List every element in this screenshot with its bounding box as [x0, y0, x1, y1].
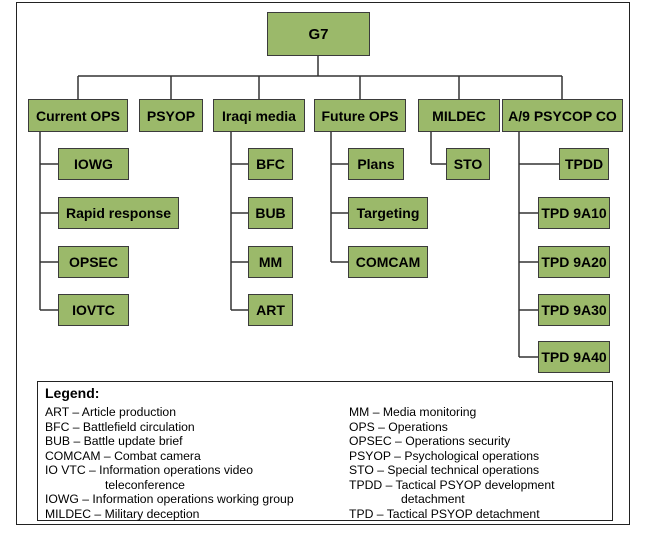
node-bfc: BFC [248, 148, 293, 180]
legend-item: TPD – Tactical PSYOP detachment [349, 506, 540, 521]
legend-item: OPS – Operations [349, 419, 448, 434]
legend-item: IOWG – Information operations working gr… [45, 492, 294, 506]
node-sto: STO [446, 148, 490, 180]
legend-item: OPSEC – Operations security [349, 434, 511, 448]
node-root: G7 [267, 12, 370, 56]
legend-item: IO VTC – Information operations video [45, 463, 253, 477]
node-tpd-9a30: TPD 9A30 [538, 294, 610, 326]
node-comcam: COMCAM [348, 246, 428, 278]
legend-item: MILDEC – Military deception [45, 506, 200, 521]
node-psyop: PSYOP [139, 99, 203, 132]
node-tpd-9a20: TPD 9A20 [538, 246, 610, 278]
legend-item-continued: teleconference [105, 477, 185, 492]
node-rapid-response: Rapid response [58, 197, 179, 229]
node-current-ops: Current OPS [28, 99, 128, 132]
node-tpd-9a40: TPD 9A40 [538, 341, 610, 373]
node-targeting: Targeting [348, 197, 428, 229]
legend-item: PSYOP – Psychological operations [349, 448, 540, 463]
legend-item: ART – Article production [45, 405, 176, 419]
node-mm: MM [248, 246, 293, 278]
legend-item: COMCAM – Combat camera [45, 448, 201, 463]
node-plans: Plans [348, 148, 404, 180]
legend-item: STO – Special technical operations [349, 463, 540, 477]
legend-item-continued: detachment [401, 492, 465, 506]
legend-item: BFC – Battlefield circulation [45, 419, 195, 434]
node-art: ART [248, 294, 293, 326]
node-mildec: MILDEC [418, 99, 500, 132]
node-future-ops: Future OPS [314, 99, 406, 132]
node-bub: BUB [248, 197, 293, 229]
legend-item: MM – Media monitoring [349, 405, 477, 419]
legend-left-column: ART – Article production BFC – Battlefie… [45, 405, 294, 521]
node-tpdd: TPDD [559, 148, 609, 180]
legend-item: BUB – Battle update brief [45, 434, 183, 448]
node-opsec: OPSEC [58, 246, 129, 278]
legend: Legend: ART – Article production BFC – B… [37, 381, 613, 521]
node-iovtc: IOVTC [58, 294, 129, 326]
node-a9-psycop-co: A/9 PSYCOP CO [502, 99, 623, 132]
node-iraqi-media: Iraqi media [213, 99, 305, 132]
node-tpd-9a10: TPD 9A10 [538, 197, 610, 229]
node-iowg: IOWG [58, 148, 129, 180]
legend-title: Legend: [45, 385, 100, 401]
legend-right-column: MM – Media monitoring OPS – Operations O… [349, 405, 554, 521]
diagram-frame [16, 2, 630, 525]
legend-item: TPDD – Tactical PSYOP development [349, 477, 555, 492]
